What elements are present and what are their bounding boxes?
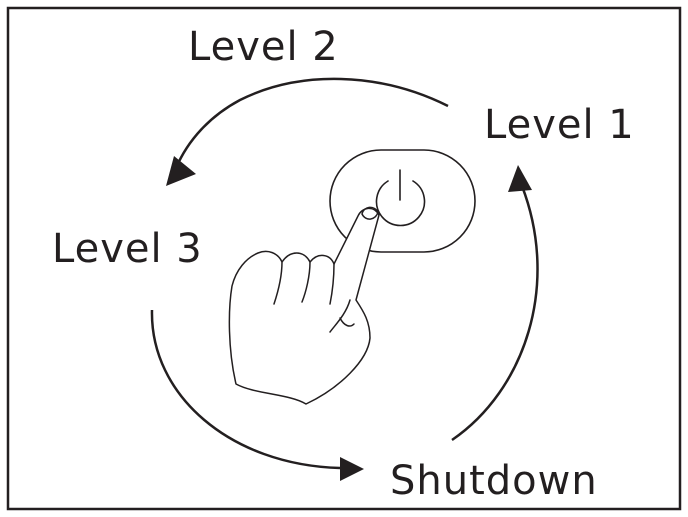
- cycle-arrows: [150, 77, 539, 470]
- pointing-hand-icon: [228, 206, 380, 405]
- label-level1: Level 1: [484, 102, 635, 148]
- label-level2: Level 2: [188, 24, 339, 70]
- arrow-level1-to-level3: [174, 77, 449, 169]
- arrow-shutdown-to-level1: [451, 185, 539, 442]
- arrowhead-at-level1: [508, 165, 532, 192]
- diagram-frame: [6, 6, 682, 511]
- arrowheads: [166, 156, 532, 481]
- arrowhead-at-shutdown: [340, 457, 364, 481]
- power-icon: [375, 169, 426, 227]
- label-shutdown: Shutdown: [390, 458, 598, 504]
- arrow-level3-to-shutdown: [150, 309, 341, 470]
- arrowhead-at-level3: [166, 156, 196, 186]
- label-level3: Level 3: [52, 226, 203, 272]
